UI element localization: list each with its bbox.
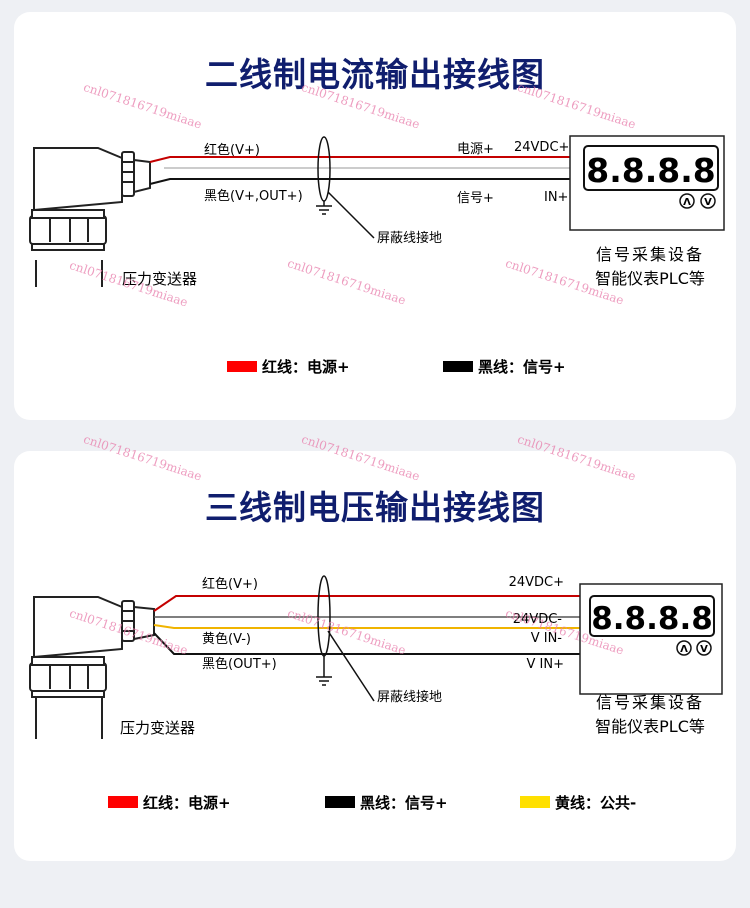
terminal-signal-label: 信号+ (457, 191, 494, 206)
device-24v-plus-label: 24VDC+ (509, 575, 564, 590)
shield-label: 屏蔽线接地 (377, 230, 442, 246)
diagram-card-two-wire: 二线制电流输出接线图 (14, 12, 736, 420)
legend-swatch-black (443, 361, 473, 372)
up-arrow-icon: Λ (683, 197, 691, 208)
up-button[interactable]: Λ (679, 193, 695, 209)
device-vin-plus-label: V IN+ (527, 657, 564, 672)
wire-black-label: 黑色(V+,OUT+) (204, 188, 303, 204)
device-label-line1: 信号采集设备 (596, 245, 704, 264)
up-arrow-icon: Λ (680, 644, 688, 655)
shield-ground-symbol (316, 575, 375, 702)
down-arrow-icon: V (704, 197, 712, 208)
display-digits: 8.8.8.8 (591, 601, 713, 637)
legend: 红线：电源+ 黑线：信号+ 黄线：公共- (108, 794, 636, 812)
legend-swatch-black (325, 796, 355, 808)
pressure-transmitter-icon (29, 596, 155, 739)
device-24v-label: 24VDC+ (514, 140, 569, 155)
up-button[interactable]: Λ (676, 640, 692, 656)
wiring-diagram-two-wire: 屏蔽线接地 红色(V+) 黑色(V+,OUT+) 电源+ 信号+ 24VDC+ … (29, 135, 725, 376)
legend-label-black: 黑线：信号+ (360, 794, 448, 812)
pressure-transmitter-icon (29, 147, 151, 287)
down-button[interactable]: V (700, 193, 716, 209)
wiring-diagram-three-wire: 屏蔽线接地 红色(V+) 黄色(V-) 黑色(OUT+) 24VDC+ 24VD… (29, 575, 723, 812)
wire-black (149, 178, 570, 185)
wire-red (149, 156, 570, 163)
legend-label-black: 黑线：信号+ (478, 358, 566, 376)
display-digits: 8.8.8.8 (586, 151, 715, 190)
legend-label-yellow: 黄线：公共- (555, 794, 636, 812)
device-display (589, 595, 715, 637)
wire-black (153, 632, 580, 655)
legend-label-red: 红线：电源+ (262, 358, 350, 376)
device-24v-minus-label: 24VDC- (513, 612, 563, 627)
down-arrow-icon: V (700, 644, 708, 655)
wire-red-label: 红色(V+) (204, 142, 260, 158)
sensor-label: 压力变送器 (120, 719, 195, 737)
down-button[interactable]: V (696, 640, 712, 656)
device-in-label: IN+ (544, 190, 568, 205)
terminal-power-label: 电源+ (457, 142, 494, 157)
legend: 红线：电源+ 黑线：信号+ (227, 358, 566, 376)
wire-black-label: 黑色(OUT+) (202, 656, 277, 672)
sensor-label: 压力变送器 (122, 270, 197, 288)
legend-label-red: 红线：电源+ (143, 794, 231, 812)
legend-swatch-yellow (520, 796, 550, 808)
device-label-line1: 信号采集设备 (596, 693, 704, 712)
shield-label: 屏蔽线接地 (377, 689, 442, 705)
wire-yellow (153, 624, 580, 629)
device-label-line2: 智能仪表PLC等 (595, 717, 705, 736)
diagram-title: 三线制电压输出接线图 (205, 488, 545, 527)
device-vin-minus-label: V IN- (531, 631, 563, 646)
legend-swatch-red (227, 361, 257, 372)
shield-ground-symbol (316, 136, 375, 239)
diagram-title: 二线制电流输出接线图 (205, 55, 545, 94)
device-label-line2: 智能仪表PLC等 (595, 269, 705, 288)
wire-red-label: 红色(V+) (202, 576, 258, 592)
wire-red (153, 595, 580, 612)
wire-yellow-label: 黄色(V-) (202, 631, 251, 647)
diagram-card-three-wire: 三线制电压输出接线图 (14, 451, 736, 861)
legend-swatch-red (108, 796, 138, 808)
device-display (583, 145, 719, 191)
